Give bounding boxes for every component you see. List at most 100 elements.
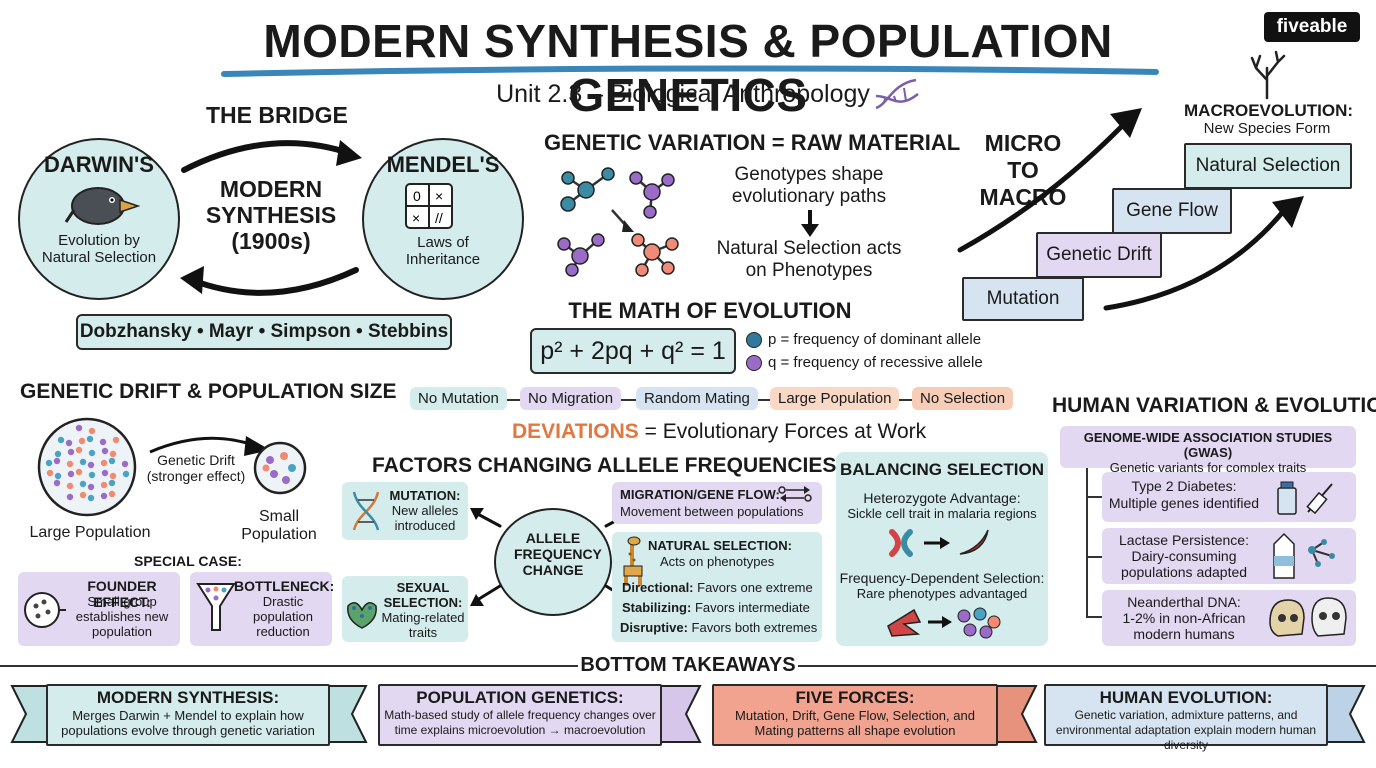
population-dot — [121, 460, 129, 468]
population-dot — [53, 479, 61, 487]
p-legend: p = frequency of dominant allele — [768, 331, 982, 348]
population-dot — [101, 469, 109, 477]
fiveable-logo[interactable]: fiveable — [1264, 12, 1360, 42]
natural-selection-title: NATURAL SELECTION: — [648, 538, 792, 553]
selection-type-disruptive: Disruptive: Favors both extremes — [620, 620, 818, 635]
population-dot — [88, 471, 96, 479]
population-dot — [65, 439, 73, 447]
dna-icon — [875, 78, 919, 110]
allele-frequency-label: ALLELE FREQUENCY CHANGE — [514, 530, 602, 578]
human-tree-line — [1086, 468, 1088, 616]
rare-phenotype-icon — [887, 607, 1001, 639]
heterozygote-text: Sickle cell trait in malaria regions — [847, 506, 1037, 521]
population-dot — [79, 480, 87, 488]
frequency-dependent-text: Rare phenotypes advantaged — [856, 586, 1028, 601]
mendel-title: MENDEL'S — [386, 152, 500, 177]
population-dot — [79, 458, 87, 466]
darwin-subtitle: Evolution by Natural Selection — [41, 232, 157, 266]
funnel-icon — [196, 583, 236, 631]
population-dot — [66, 493, 74, 501]
step-natural-selection: Natural Selection — [1184, 143, 1352, 189]
population-dot — [78, 437, 86, 445]
population-dot — [100, 492, 108, 500]
population-dot — [46, 469, 54, 477]
drift-arrow-label: Genetic Drift (stronger effect) — [146, 452, 246, 484]
allele-frequency-circle — [494, 508, 612, 616]
takeaways-line-right — [798, 665, 1376, 667]
svg-text:×: × — [435, 188, 443, 204]
svg-text:0: 0 — [413, 188, 421, 204]
population-dot — [109, 472, 117, 480]
founder-effect-text: Small group establishes new population — [75, 594, 169, 639]
mutation-factor-title: MUTATION: — [389, 488, 461, 503]
mutation-factor-box — [342, 482, 468, 540]
takeaways-line-left — [0, 665, 578, 667]
population-dot — [54, 450, 62, 458]
page-title: MODERN SYNTHESIS & POPULATION GENETICS — [263, 15, 1113, 121]
milk-carton-icon — [1273, 532, 1335, 579]
human-branch-2 — [1086, 556, 1102, 558]
hardy-weinberg-equation: p² + 2pq + q² = 1 — [530, 328, 736, 374]
mutation-factor-text: New alleles introduced — [391, 503, 459, 533]
population-dot — [87, 494, 95, 502]
selection-type-directional: Directional: Favors one extreme — [622, 580, 813, 595]
drift-heading: GENETIC DRIFT & POPULATION SIZE — [20, 380, 397, 403]
special-case-label: SPECIAL CASE: — [134, 553, 242, 569]
phenotypes-text: Natural Selection acts on Phenotypes — [716, 238, 902, 281]
population-dot — [112, 436, 120, 444]
macroevolution-title: MACROEVOLUTION: New Species Form — [1184, 101, 1354, 138]
population-dot — [108, 457, 116, 465]
population-dot — [100, 459, 108, 467]
natural-selection-subtitle: Acts on phenotypes — [660, 554, 775, 569]
founder-effect-icon — [24, 592, 66, 628]
banner-modern-synthesis: MODERN SYNTHESIS: Merges Darwin + Mendel… — [46, 684, 330, 746]
condition-no-selection: No Selection — [912, 387, 1014, 410]
population-dot — [88, 449, 96, 457]
genotypes-text: Genotypes shape evolutionary paths — [731, 164, 887, 207]
step-mutation: Mutation — [962, 277, 1084, 321]
lactase-text: Lactase Persistence:Dairy-consuming popu… — [1119, 532, 1249, 580]
sexual-selection-title: SEXUAL SELECTION: — [383, 580, 463, 610]
population-dot — [67, 448, 75, 456]
gwas-box: GENOME-WIDE ASSOCIATION STUDIES (GWAS) G… — [1060, 426, 1356, 475]
dna-mutation-icon — [352, 491, 380, 531]
variation-heading: GENETIC VARIATION = RAW MATERIAL — [544, 130, 961, 155]
title-underline — [221, 65, 1159, 77]
founder-effect-title: FOUNDER EFFECT: — [87, 578, 157, 610]
population-dot — [75, 446, 83, 454]
large-population-icon — [37, 417, 137, 517]
svg-text://: // — [435, 210, 443, 226]
banner-five-forces: FIVE FORCES: Mutation, Drift, Gene Flow,… — [712, 684, 998, 746]
q-legend: q = frequency of recessive allele — [768, 354, 983, 371]
population-dot — [66, 460, 74, 468]
diabetes-text: Type 2 Diabetes:Multiple genes identifie… — [1108, 478, 1260, 511]
balancing-heading: BALANCING SELECTION — [840, 460, 1044, 479]
population-dot — [54, 472, 62, 480]
bridge-arrows — [180, 140, 362, 296]
human-branch-3 — [1086, 616, 1102, 618]
tree-icon — [1250, 50, 1286, 100]
page-subtitle: Unit 2.3 – Biological Anthropology — [496, 80, 870, 108]
population-dot — [66, 482, 74, 490]
population-dot — [109, 450, 117, 458]
population-dot — [79, 491, 87, 499]
banner-human-evolution: HUMAN EVOLUTION: Genetic variation, admi… — [1044, 684, 1328, 752]
population-dot — [87, 461, 95, 469]
population-dot — [122, 470, 130, 478]
punnett-square-icon: 0 × × // — [405, 183, 453, 229]
factors-heading: FACTORS CHANGING ALLELE FREQUENCIES — [372, 454, 837, 477]
deviations-line: DEVIATIONS = Evolutionary Forces at Work — [512, 420, 927, 443]
population-dot — [88, 427, 96, 435]
peacock-icon — [347, 602, 377, 629]
population-dot — [101, 447, 109, 455]
micro-macro-arrows — [957, 108, 1304, 311]
population-dot — [86, 435, 94, 443]
population-dot — [75, 424, 83, 432]
frequency-dependent-title: Frequency-Dependent Selection: — [839, 570, 1045, 586]
svg-text:×: × — [412, 210, 420, 226]
diabetes-box — [1102, 472, 1356, 522]
sexual-selection-text: Mating-related traits — [381, 610, 465, 640]
medicine-syringe-icon — [1277, 481, 1333, 515]
neanderthal-text: Neanderthal DNA:1-2% in non-African mode… — [1122, 594, 1246, 642]
bottleneck-title: BOTTLENECK: — [234, 578, 335, 594]
